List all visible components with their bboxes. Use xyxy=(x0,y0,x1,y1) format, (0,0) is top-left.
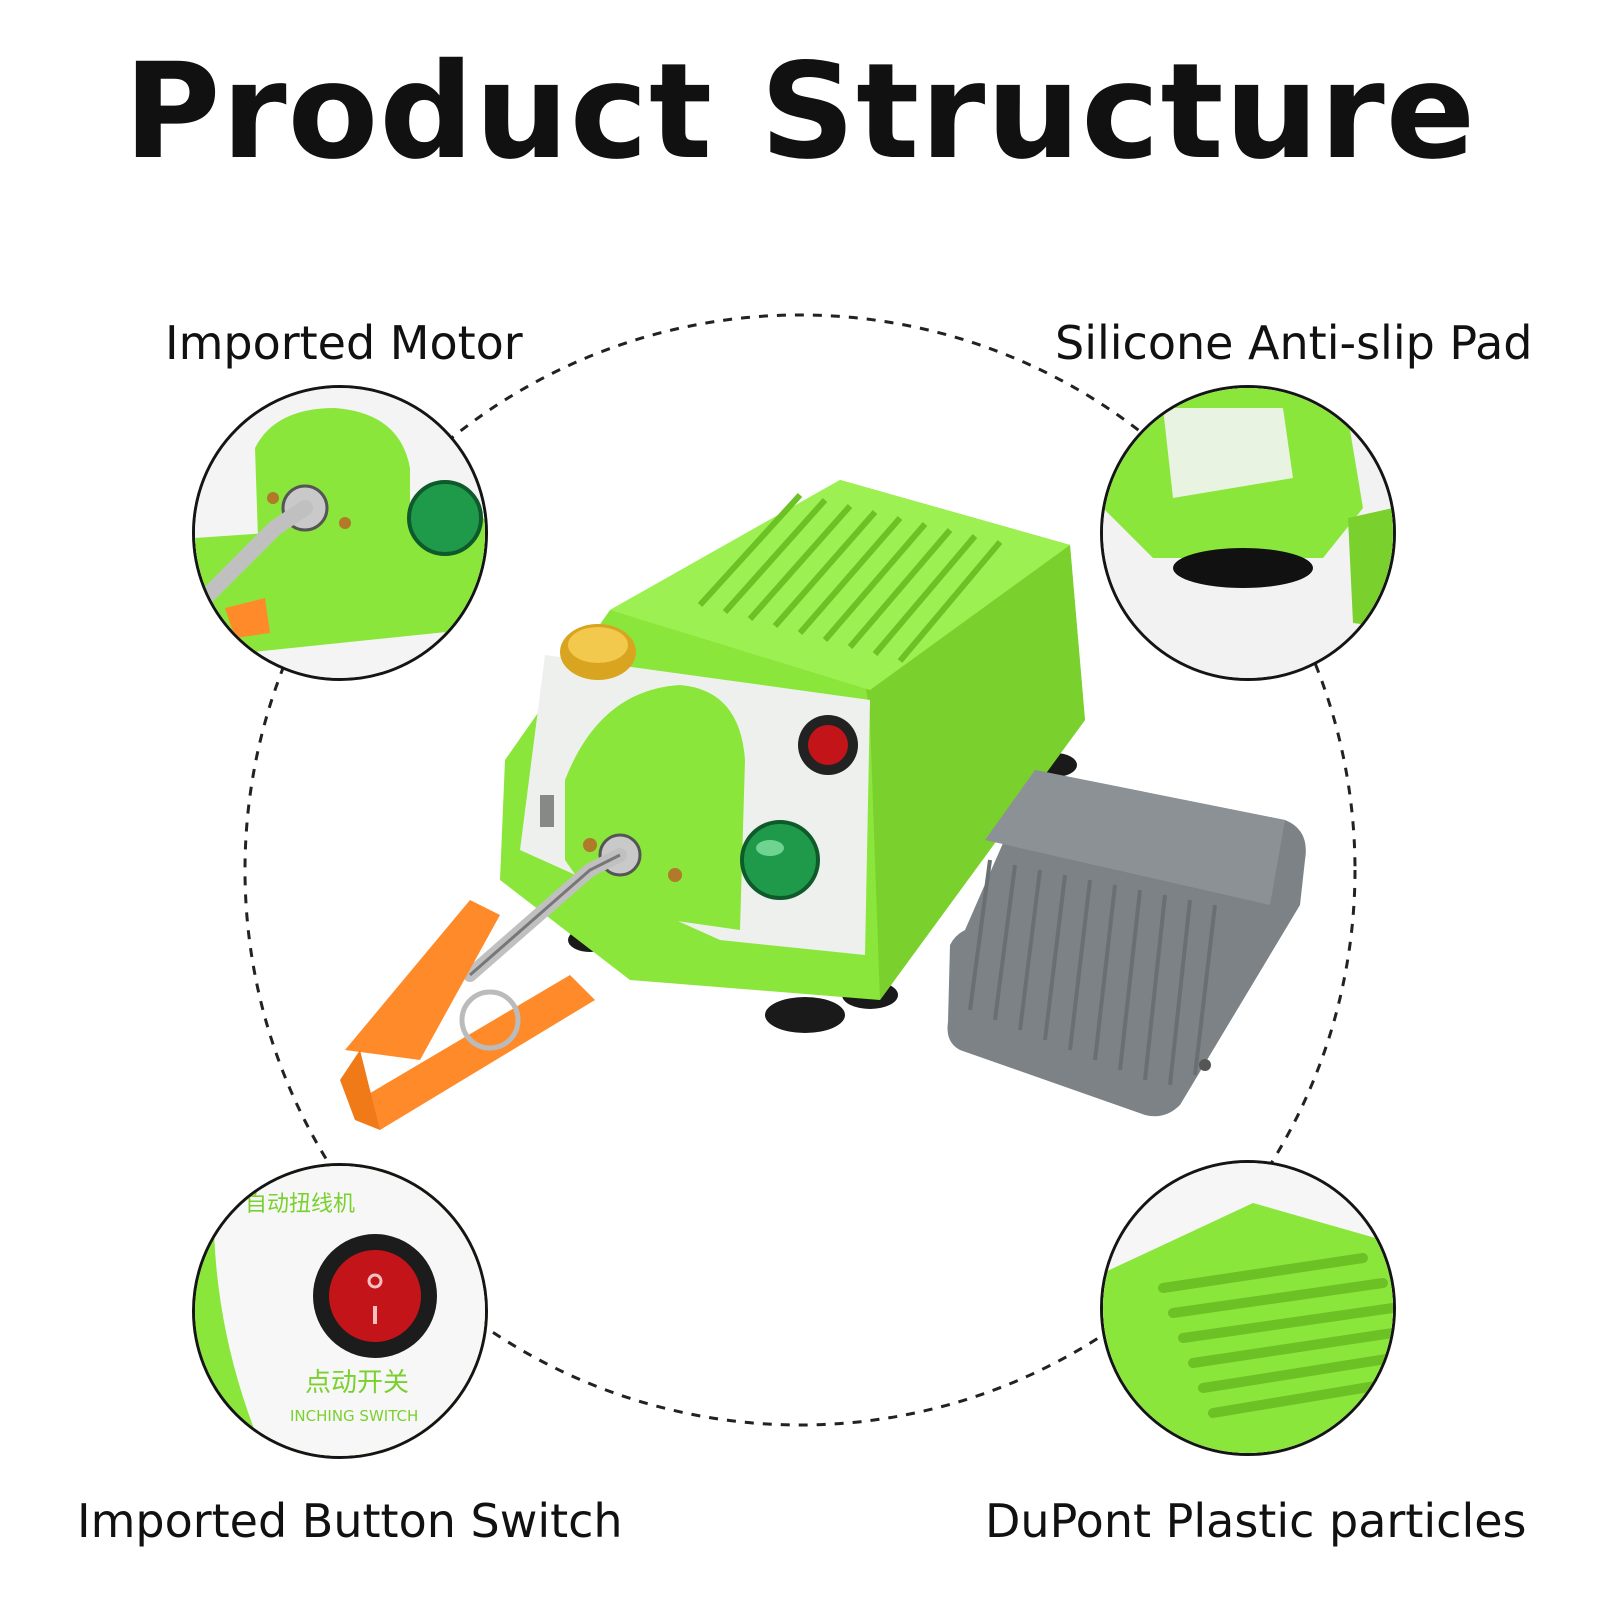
page-title: Product Structure xyxy=(123,35,1477,189)
zoom-cn-top-text: 自动扭线机 xyxy=(245,1192,355,1217)
green-button-zoom xyxy=(407,480,483,556)
zoom-circle-plastic-ribs xyxy=(1100,1160,1396,1456)
power-button-green xyxy=(740,820,820,900)
label-dupont-plastic-particles: DuPont Plastic particles xyxy=(985,1494,1527,1548)
zoom-inching-cn-text: 点动开关 xyxy=(305,1368,409,1398)
label-imported-motor: Imported Motor xyxy=(165,316,523,370)
zoom-circle-silicone-pad xyxy=(1100,385,1396,681)
zoom-circle-button-switch: 自动扭线机 点动开关 INCHING SWITCH xyxy=(192,1163,488,1459)
dashed-guide-circle xyxy=(243,313,1357,1427)
label-silicone-anti-slip-pad: Silicone Anti-slip Pad xyxy=(1055,316,1533,370)
suction-foot xyxy=(765,997,845,1033)
wire-hook-and-clip xyxy=(340,848,627,1130)
suction-cup-zoom xyxy=(1173,548,1313,588)
foot-pedal xyxy=(947,770,1306,1117)
twisting-machine-body xyxy=(500,480,1085,1000)
zoom-inching-en-text: INCHING SWITCH xyxy=(290,1407,418,1425)
zoom-circle-motor xyxy=(192,385,488,681)
label-imported-button-switch: Imported Button Switch xyxy=(77,1494,623,1548)
